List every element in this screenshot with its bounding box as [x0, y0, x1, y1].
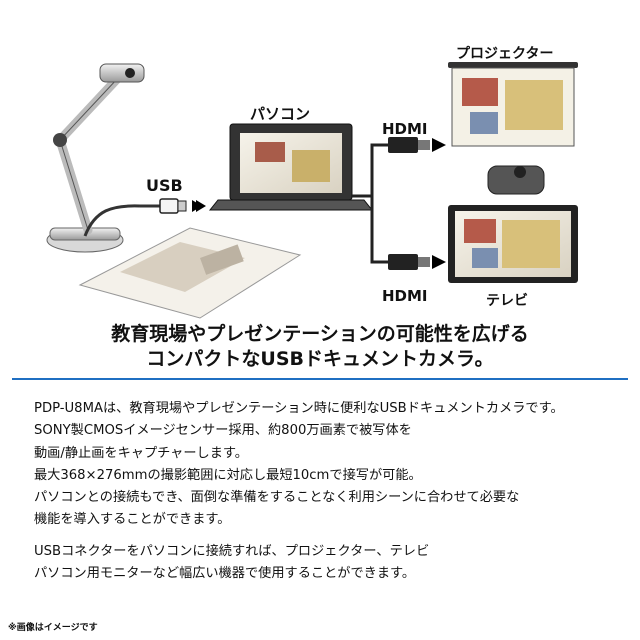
headline-line-2: コンパクトなUSBドキュメントカメラ。 — [146, 348, 494, 370]
television — [448, 205, 578, 283]
description-line: パソコンとの接続もでき、面倒な準備をすることなく利用シーンに合わせて必要な — [34, 490, 520, 506]
headline-line-1: 教育現場やプレゼンテーションの可能性を広げる — [111, 323, 529, 345]
headline: 教育現場やプレゼンテーションの可能性を広げる コンパクトなUSBドキュメントカメ… — [0, 322, 640, 372]
hdmi-cable — [352, 137, 446, 270]
hdmi-bottom-label: HDMI — [382, 287, 428, 305]
description-line: SONY製CMOSイメージセンサー採用、約800万画素で被写体を — [34, 423, 412, 439]
pc-label: パソコン — [250, 105, 311, 123]
description-line: USBコネクターをパソコンに接続すれば、プロジェクター、テレビ — [34, 543, 430, 559]
tv-label: テレビ — [486, 293, 528, 309]
connection-diagram — [46, 62, 578, 319]
description-line: パソコン用モニターなど幅広い機器で使用することができます。 — [34, 566, 416, 582]
usb-label: USB — [146, 176, 183, 195]
image-note: ※画像はイメージです — [8, 623, 98, 633]
projector-screen — [448, 62, 578, 195]
description-line: 最大368×276mmの撮影範囲に対応し最短10cmで接写が可能。 — [34, 467, 422, 483]
usb-cable — [140, 198, 202, 214]
document-paper — [78, 227, 302, 319]
description-line: PDP-U8MAは、教育現場やプレゼンテーション時に便利なUSBドキュメントカメ… — [34, 401, 564, 416]
laptop — [208, 123, 374, 211]
description-line: 機能を導入することができます。 — [34, 512, 231, 528]
divider — [12, 378, 628, 380]
document-camera — [46, 63, 145, 253]
description: PDP-U8MAは、教育現場やプレゼンテーション時に便利なUSBドキュメントカメ… — [34, 398, 624, 585]
projector-label: プロジェクター — [456, 46, 554, 62]
description-line: 動画/静止画をキャプチャーします。 — [34, 445, 248, 461]
hdmi-top-label: HDMI — [382, 120, 428, 138]
